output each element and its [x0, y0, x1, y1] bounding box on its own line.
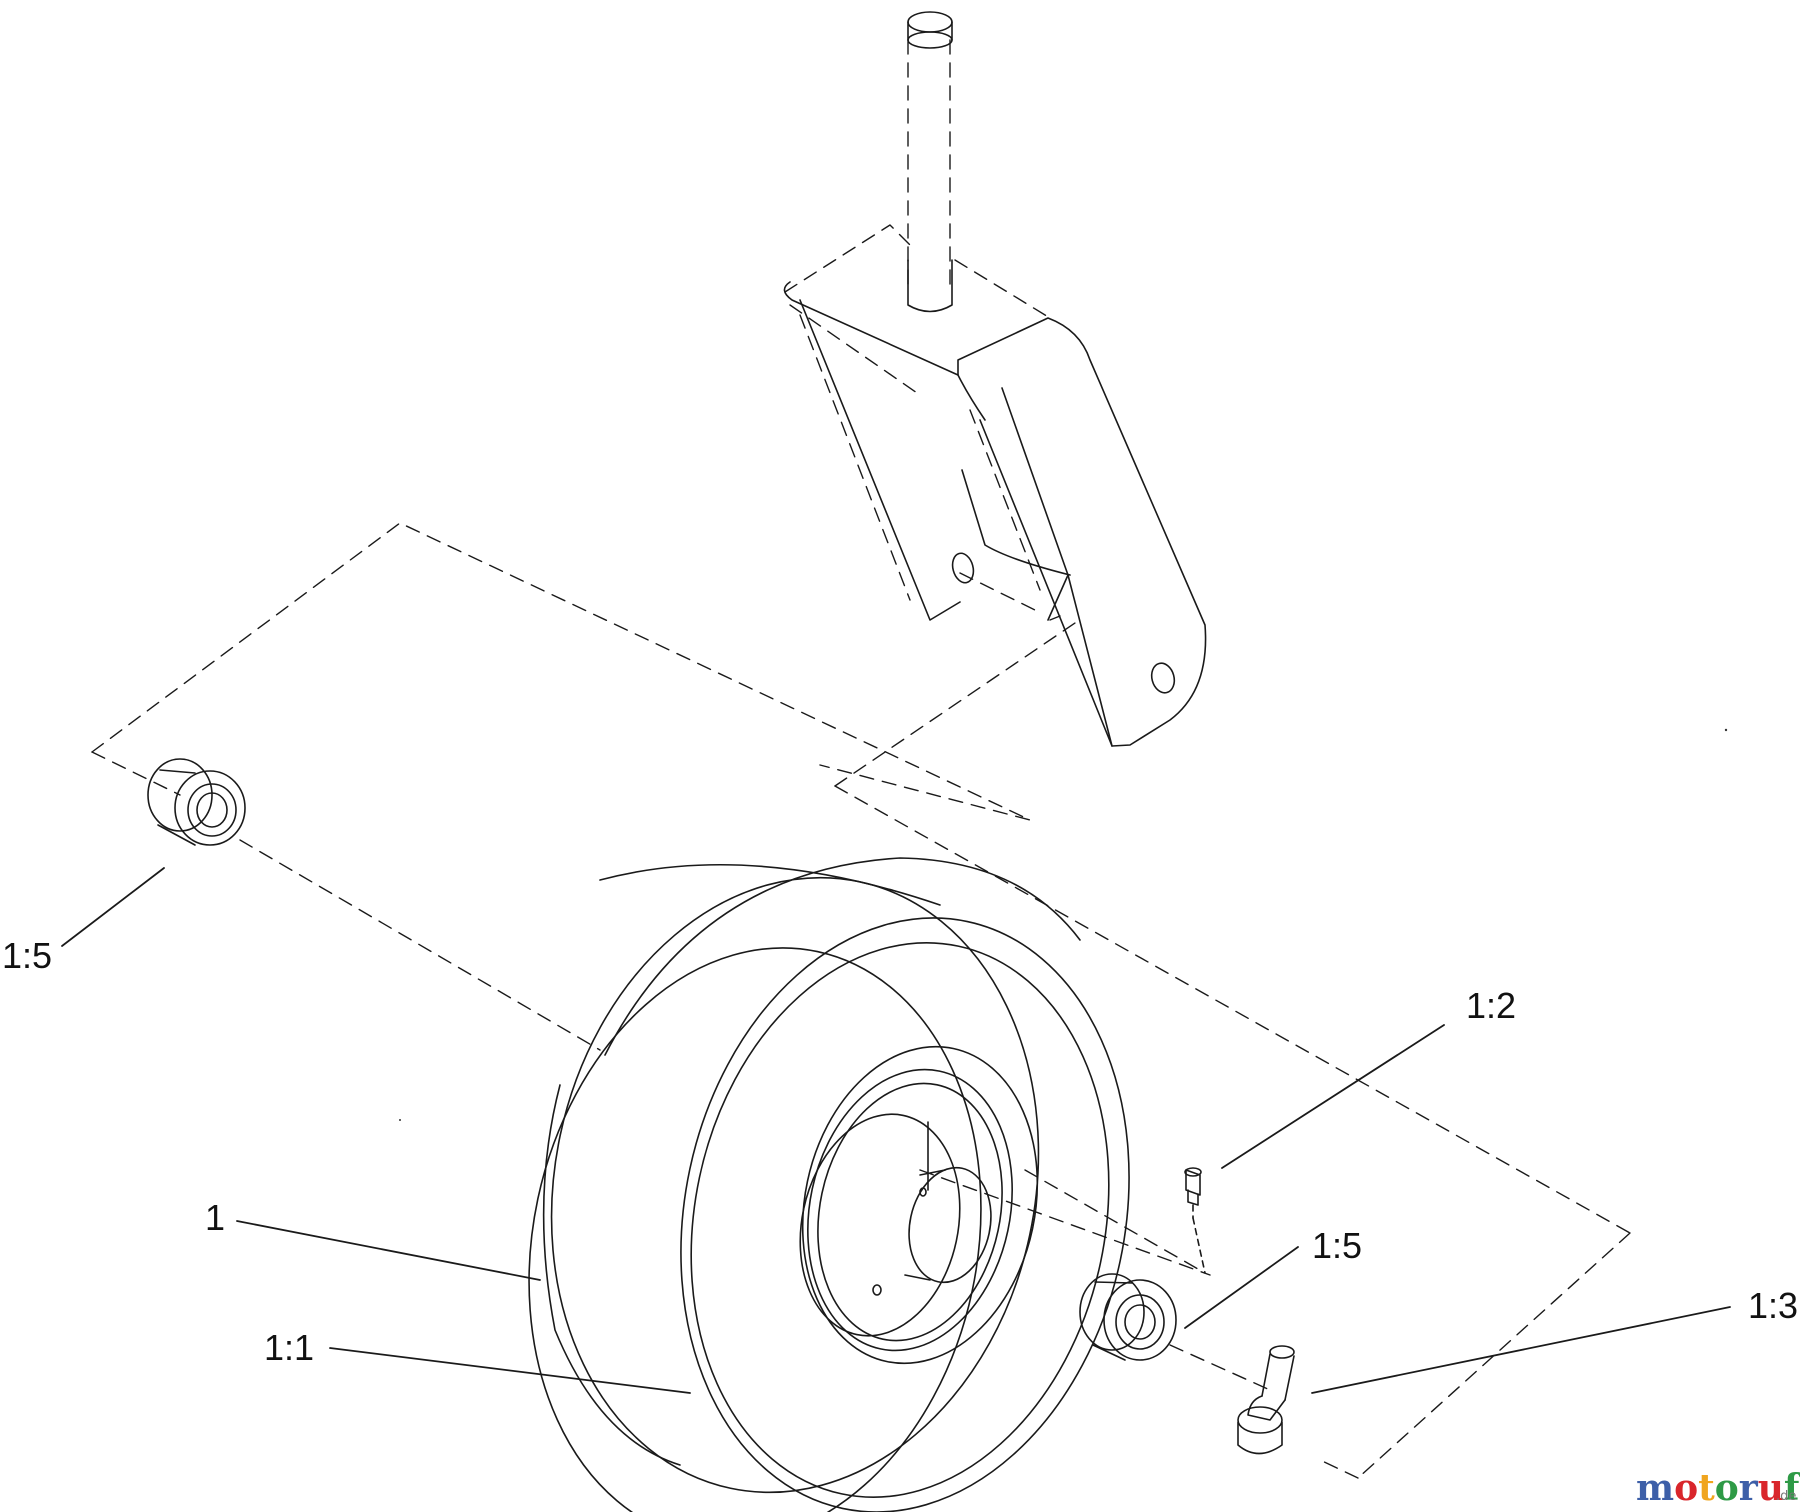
speck	[1724, 728, 1728, 732]
assembly-guide-lines	[91, 39, 1631, 1479]
motoruf-watermark-logo: motoruf .de	[1636, 1467, 1800, 1509]
grease-fitting	[1184, 1167, 1206, 1274]
watermark-letter: t	[1698, 1467, 1715, 1509]
watermark-letter: f	[1784, 1467, 1800, 1509]
watermark-letter: o	[1674, 1467, 1698, 1509]
callout-1-1: 1:1	[264, 1327, 314, 1368]
callout-1: 1	[205, 1197, 225, 1238]
watermark-letter: u	[1758, 1467, 1784, 1509]
speck	[399, 1119, 401, 1121]
wheel-tire	[528, 857, 1130, 1512]
left-bearing	[147, 758, 246, 846]
watermark-suffix: .de	[1776, 1489, 1796, 1504]
valve-stem	[1237, 1345, 1295, 1455]
watermark-letter: o	[1715, 1467, 1739, 1509]
svg-text:motoruf: motoruf	[1636, 1467, 1800, 1509]
callout-1-3: 1:3	[1748, 1285, 1798, 1326]
callout-leader-lines	[61, 867, 1731, 1394]
callout-1-5-right: 1:5	[1312, 1225, 1362, 1266]
right-bearing	[1079, 1273, 1177, 1361]
callout-1-5-left: 1:5	[2, 935, 52, 976]
wheel-hub	[799, 1045, 1039, 1365]
caster-fork	[783, 281, 1207, 747]
watermark-letter: r	[1739, 1467, 1759, 1509]
watermark-letter: m	[1636, 1467, 1674, 1509]
callout-1-2: 1:2	[1466, 985, 1516, 1026]
caster-spindle	[907, 11, 953, 313]
